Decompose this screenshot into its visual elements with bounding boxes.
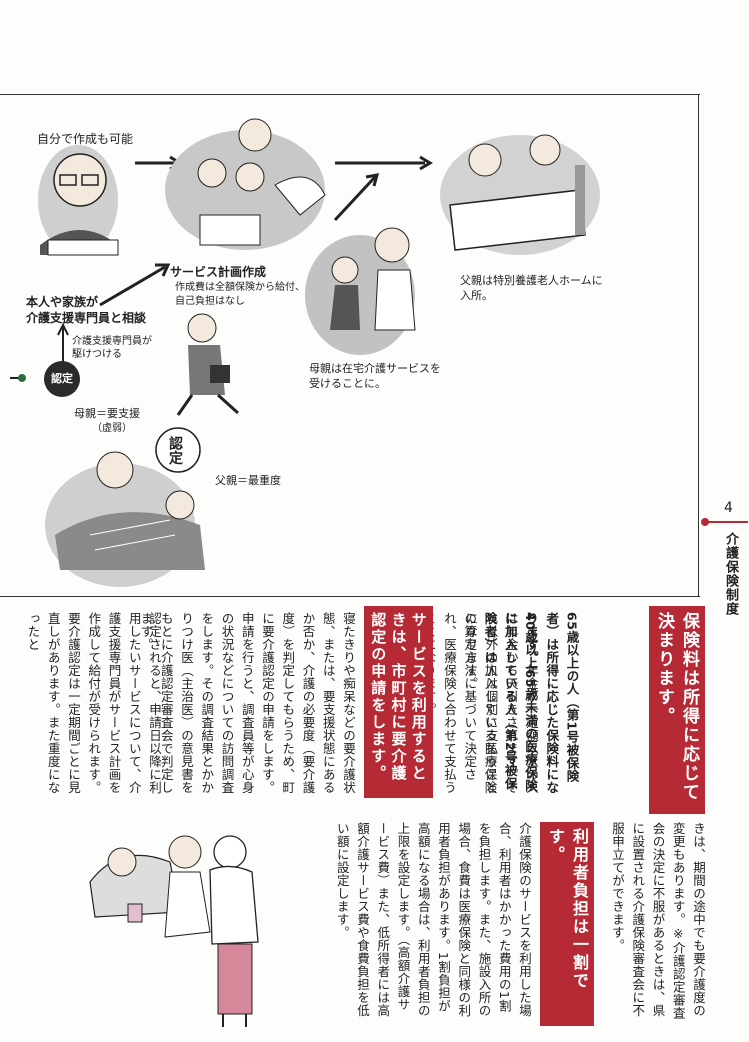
label-mother-caption-2: 受けることに。 xyxy=(309,377,386,390)
copay-body: 介護保険のサービスを利用した場合、利用者はかかった費用の1割を負担します。また、… xyxy=(334,822,532,1017)
label-care-manager-1: 介護支援専門員が xyxy=(72,336,152,347)
label-consult-1: 本人や家族が xyxy=(26,295,99,309)
caregiver-illustration xyxy=(89,835,259,1027)
label-mother-caption-1: 母親は在宅介護サービスを xyxy=(309,362,441,375)
heading-application: サービスを利用するときは、市町村に要介護認定の申請をします。 xyxy=(364,606,433,798)
certification-stamp-text: 認定 xyxy=(167,436,183,465)
certification-badge: 認定 xyxy=(44,361,80,397)
review-note-body: きは、期間の途中でも要介護度の変更もあります。※介護認定審査会の決定に不服がある… xyxy=(610,822,706,1020)
nursing-home-bed-figure xyxy=(440,134,600,255)
home-care-figure xyxy=(305,227,416,355)
running-care-manager-figure xyxy=(176,313,240,416)
man-writing-figure xyxy=(38,145,119,256)
label-service-plan-note-1: 作成費は全額保険から給付、 xyxy=(175,282,305,293)
label-self-create: 自分で作成も可能 xyxy=(37,132,134,146)
sidebar-accent-line xyxy=(704,521,748,523)
label-mother-status: 母親＝要支援 xyxy=(74,407,140,420)
right-rule xyxy=(698,94,699,596)
premium-body: 65歳以上の人（第1号被保険者）は所得に応じた保険料になります。年金が一定額以上… xyxy=(463,612,580,794)
section-title: 介護保険制度 xyxy=(723,532,739,616)
family-meeting-figure xyxy=(165,118,326,250)
label-father-caption-2: 入所。 xyxy=(460,289,493,302)
label-care-manager-2: 駆けつける xyxy=(72,349,122,360)
arrow-diagonal xyxy=(333,175,377,222)
label-father-caption-1: 父親は特別養護老人ホームに xyxy=(460,274,603,287)
sidebar-dot xyxy=(701,518,709,526)
label-consult-2: 介護支援専門員と相談 xyxy=(26,311,147,325)
label-service-plan-note-2: 自己負担はなし xyxy=(175,296,245,307)
application-body: 寝たきりや痴呆などの要介護状態、または、要支援状態にあるか否か、介護の必要度（要… xyxy=(138,612,357,794)
flow-illustration xyxy=(10,118,600,587)
heading-copay: 利用者負担は一割です。 xyxy=(540,822,594,1026)
heading-premium: 保険料は所得に応じて決まります。 xyxy=(649,606,705,814)
label-father-status: 父親＝最重度 xyxy=(215,474,281,487)
top-rule xyxy=(0,94,700,95)
section-number: 4 xyxy=(724,500,733,516)
bottom-rule xyxy=(0,596,700,597)
elderly-couple-bed-figure xyxy=(45,427,205,587)
label-service-plan: サービス計画作成 xyxy=(170,265,267,279)
certification-body: 認定されると、申請日以降に利用したいサービスについて、介護支援専門員がサービス計… xyxy=(25,612,163,794)
label-mother-status-sub: （虚弱） xyxy=(92,423,132,434)
premium-body-2: 40歳以上65歳未満の医療保険に加入している人（第2号被保険者）は加入している医… xyxy=(422,612,538,794)
arrow-consult xyxy=(99,265,166,307)
flow-dot xyxy=(18,374,26,382)
